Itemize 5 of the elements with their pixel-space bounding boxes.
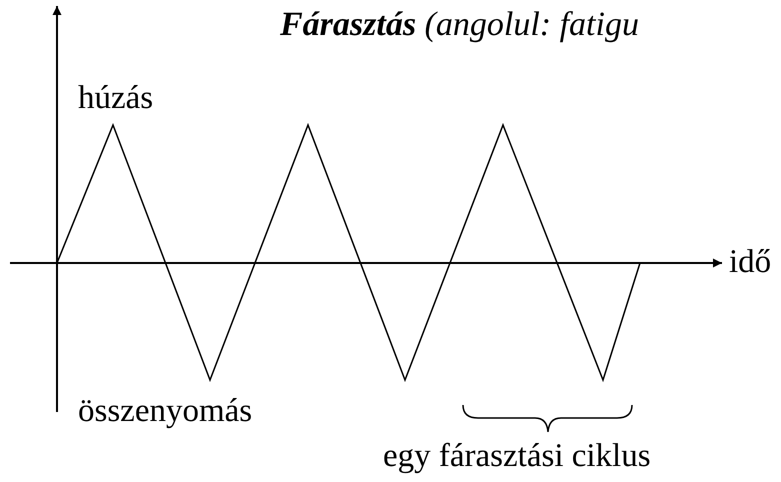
compression-label: összenyomás [78,395,252,428]
title: Fárasztás (angolul: fatigu [280,8,639,42]
tension-label: húzás [78,82,154,115]
cycle-label: egy fárasztási ciklus [383,440,651,473]
axis-label: idő [729,246,772,279]
